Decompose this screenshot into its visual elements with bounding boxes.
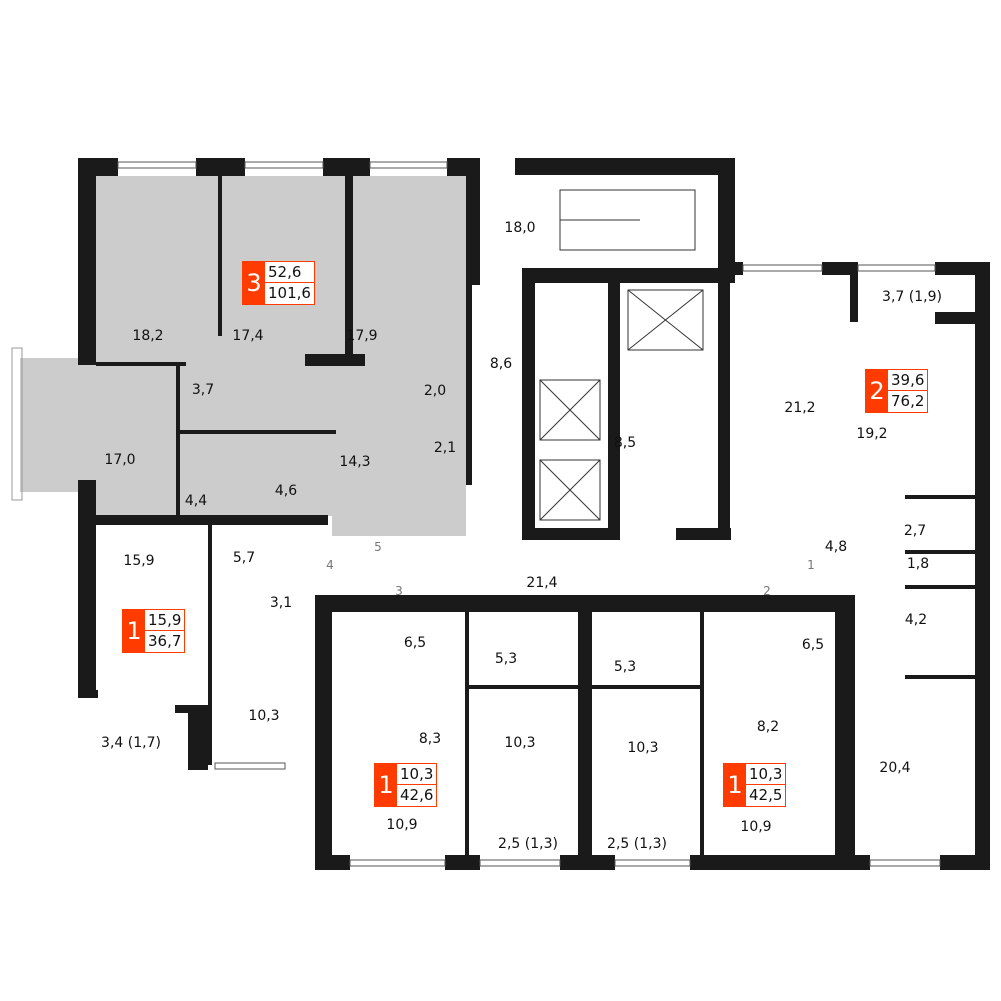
room-area: 2,5 (1,3)	[607, 836, 667, 852]
room-area: 4,6	[274, 483, 298, 499]
room-area: 20,4	[879, 760, 911, 776]
room-area: 5,3	[494, 651, 518, 667]
room-area: 17,9	[346, 328, 378, 344]
apartment-door-number: 1	[807, 558, 815, 572]
room-area: 17,0	[104, 452, 136, 468]
room-area: 10,9	[740, 819, 772, 835]
living-area: 10,3	[746, 764, 786, 785]
room-area: 10,3	[627, 740, 659, 756]
room-area: 15,9	[123, 553, 155, 569]
total-area: 42,5	[749, 786, 783, 804]
room-area: 3,7	[191, 382, 215, 398]
room-area: 2,1	[433, 440, 457, 456]
living-area: 52,6	[265, 262, 314, 283]
balcony-railing	[11, 347, 23, 501]
room-area: 2,0	[423, 383, 447, 399]
room-count: 1	[123, 610, 145, 652]
room-area: 8,3	[418, 731, 442, 747]
apartment-door-number: 3	[395, 584, 403, 598]
room-count: 1	[724, 764, 746, 806]
room-area: 14,3	[339, 454, 371, 470]
room-area: 19,2	[856, 426, 888, 442]
room-area: 8,2	[756, 719, 780, 735]
room-area: 18,0	[504, 220, 536, 236]
room-count: 1	[375, 764, 397, 806]
living-area: 39,6	[888, 370, 928, 391]
apartment-3-room-fill	[20, 176, 466, 536]
living-area: 15,9	[145, 610, 185, 631]
room-area: 21,4	[526, 575, 558, 591]
room-area: 8,5	[613, 435, 637, 451]
room-area: 10,3	[504, 735, 536, 751]
room-area: 6,5	[403, 635, 427, 651]
stairs-and-lifts	[539, 189, 704, 521]
room-area: 3,1	[269, 595, 293, 611]
total-area: 101,6	[268, 284, 311, 302]
walls	[78, 158, 990, 870]
room-area: 2,5 (1,3)	[498, 836, 558, 852]
living-area: 10,3	[397, 764, 437, 785]
apartment-door-number: 2	[763, 584, 771, 598]
room-area: 4,8	[824, 539, 848, 555]
room-area: 3,7 (1,9)	[882, 289, 942, 305]
room-area: 2,7	[903, 523, 927, 539]
total-area: 76,2	[891, 392, 925, 410]
room-area: 8,6	[489, 356, 513, 372]
room-area: 10,3	[248, 708, 280, 724]
room-area: 3,4 (1,7)	[101, 735, 161, 751]
total-area: 42,6	[400, 786, 434, 804]
room-area: 5,3	[613, 659, 637, 675]
room-area: 10,9	[386, 817, 418, 833]
room-area: 18,2	[132, 328, 164, 344]
room-area: 4,2	[904, 612, 928, 628]
windows	[117, 161, 941, 867]
room-area: 21,2	[784, 400, 816, 416]
room-area: 17,4	[232, 328, 264, 344]
room-area: 4,4	[184, 493, 208, 509]
total-area: 36,7	[148, 632, 182, 650]
room-area: 5,7	[232, 550, 256, 566]
room-count: 2	[866, 370, 888, 412]
room-area: 1,8	[906, 556, 930, 572]
room-count: 3	[243, 262, 265, 304]
room-area: 6,5	[801, 637, 825, 653]
apartment-door-number: 4	[326, 558, 334, 572]
apartment-door-number: 5	[374, 540, 382, 554]
